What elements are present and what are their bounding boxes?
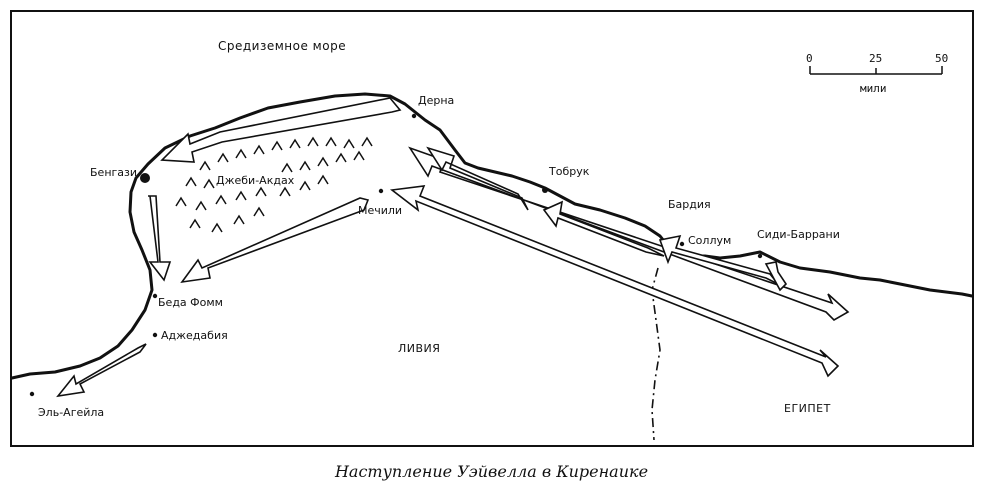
map-caption: Наступление Уэйвелла в Киренаике: [334, 462, 649, 481]
arrow-sollum-to-tobruk: [542, 200, 665, 257]
label-sidi-barrani: Сиди-Баррани: [757, 228, 840, 241]
label-agedabia: Аджедабия: [161, 329, 228, 342]
agedabia-dot: [152, 332, 158, 338]
advance-arrows: [56, 97, 850, 398]
label-egypt: ЕГИПЕТ: [784, 402, 831, 415]
arrow-sidi-to-sollum: [658, 234, 779, 285]
benghazi-dot: [140, 173, 150, 183]
map-frame: [10, 10, 974, 447]
tobruk-dot: [542, 187, 548, 193]
label-bardia: Бардия: [668, 198, 711, 211]
sidi-barrani-dot: [757, 253, 763, 259]
sea-label: Средиземное море: [218, 39, 346, 53]
label-sollum: Соллум: [688, 234, 731, 247]
scale-tick-50: 50: [935, 52, 948, 65]
arrow-sidi-short: [764, 261, 788, 292]
label-el-agheila: Эль-Агейла: [38, 406, 104, 419]
coastline: [10, 92, 974, 380]
label-jebel-akhdar: Джеби-Акдах: [216, 174, 295, 187]
label-beda-fomm: Беда Фомм: [158, 296, 223, 309]
label-mechili: Мечили: [358, 204, 402, 217]
scale-tick-0: 0: [806, 52, 813, 65]
town-dots: [29, 113, 763, 397]
jebel-akhdar-mountains: [175, 136, 373, 233]
arrow-egypt-to-mechili: [389, 185, 840, 378]
scale-tick-25: 25: [869, 52, 882, 65]
scale-bar: 0 25 50 мили: [806, 52, 948, 95]
arrow-benghazi-to-beda-fomm: [148, 195, 172, 282]
arrow-egypt-to-derna: [408, 146, 850, 321]
sollum-dot: [679, 241, 685, 247]
arrow-derna-to-benghazi: [160, 97, 402, 163]
arrow-tobruk-to-derna: [426, 146, 529, 211]
label-libya: ЛИВИЯ: [398, 342, 440, 355]
derna-dot: [411, 113, 417, 119]
el-agheila-dot: [29, 391, 35, 397]
label-derna: Дерна: [418, 94, 454, 107]
mechili-dot: [378, 188, 384, 194]
scale-unit: мили: [860, 82, 887, 95]
arrow-agedabia-to-el-agheila: [56, 343, 147, 398]
label-benghazi: Бенгази: [90, 166, 137, 179]
arrow-mechili-to-beda-fomm: [180, 197, 370, 284]
label-tobruk: Тобрук: [548, 165, 590, 178]
beda-fomm-dot: [152, 293, 158, 299]
